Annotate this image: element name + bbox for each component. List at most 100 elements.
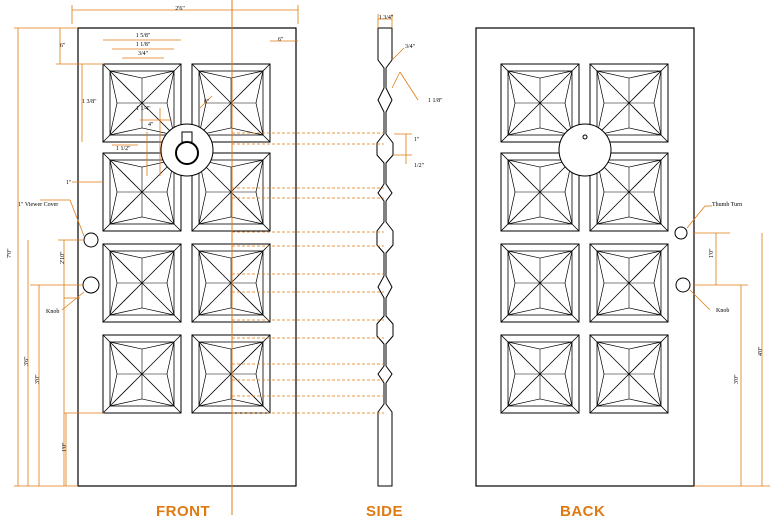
panel-miter-line: [230, 63, 271, 104]
panel-star-facet: [198, 341, 264, 407]
viewer-cover-icon: [83, 232, 99, 248]
panel-inner-frame: [198, 250, 264, 316]
front-knocker-offset-label: 6": [204, 99, 210, 105]
panel-miter-line: [141, 243, 182, 284]
front-panel: [102, 243, 182, 323]
front-knocker-b-label: 4": [148, 122, 154, 128]
panel-miter-line: [589, 191, 630, 232]
panel-inner-frame: [198, 70, 264, 136]
panel-inner-frame: [198, 341, 264, 407]
back-panel: [589, 334, 669, 414]
door-knocker-plate: [160, 123, 214, 177]
panel-miter-line: [230, 334, 271, 375]
front-dim-c-label: 3'0": [35, 374, 41, 384]
front-edge-label: 1 1/2": [116, 146, 131, 152]
panel-inner-frame: [596, 159, 662, 225]
panel-miter-line: [589, 243, 630, 284]
back-knocker-bolt-icon: [582, 134, 588, 140]
panel-miter-line: [230, 373, 271, 414]
panel-inner-frame: [109, 159, 175, 225]
thumb-turn-icon: [674, 226, 688, 240]
front-overall-width-label: 2'6": [175, 6, 185, 12]
panel-frame: [102, 334, 182, 414]
panel-star-facet: [507, 341, 573, 407]
panel-frame: [191, 152, 271, 232]
panel-miter-line: [102, 191, 143, 232]
front-top-rail-label: 6": [60, 43, 66, 49]
front-panel-width-3-label: 3/4": [138, 51, 149, 57]
front-dim-a-label: 2'10": [60, 251, 66, 264]
thumb-turn-leader: [686, 205, 706, 229]
panel-inner-frame: [507, 250, 573, 316]
side-view-label: SIDE: [366, 503, 404, 520]
panel-miter-line: [230, 102, 271, 143]
panel-star-facet: [198, 70, 264, 136]
front-panel: [191, 63, 271, 143]
panel-star-facet: [596, 70, 662, 136]
panel-star-facet: [507, 159, 573, 225]
back-panel: [500, 334, 580, 414]
panel-miter-line: [141, 334, 182, 375]
panel-miter-line: [102, 63, 143, 104]
panel-miter-line: [500, 243, 541, 284]
panel-miter-line: [102, 102, 143, 143]
panel-inner-frame: [596, 70, 662, 136]
panel-miter-line: [539, 334, 580, 375]
front-panel-width-2-label: 1 1/8": [136, 42, 151, 48]
panel-miter-line: [500, 102, 541, 143]
panel-star-facet: [109, 341, 175, 407]
panel-frame: [102, 152, 182, 232]
front-door-outline: [77, 27, 297, 487]
panel-miter-line: [539, 282, 580, 323]
panel-frame: [191, 334, 271, 414]
knocker-leader: [199, 95, 213, 109]
panel-star-facet: [507, 250, 573, 316]
panel-miter-line: [539, 63, 580, 104]
front-panel: [102, 334, 182, 414]
panel-miter-line: [500, 334, 541, 375]
side-leader: [399, 71, 419, 101]
panel-inner-frame: [507, 70, 573, 136]
panel-frame: [500, 334, 580, 414]
panel-star-facet: [109, 159, 175, 225]
panel-frame: [589, 243, 669, 323]
panel-miter-line: [628, 282, 669, 323]
panel-miter-line: [141, 63, 182, 104]
front-height-label: 7'0": [7, 248, 13, 258]
panel-frame: [191, 243, 271, 323]
side-leader: [391, 47, 405, 61]
panel-miter-line: [500, 282, 541, 323]
side-thickness-label: 1 3/4": [379, 15, 394, 21]
panel-miter-line: [141, 282, 182, 323]
panel-frame: [589, 152, 669, 232]
front-panel-height-label: 1 3/8": [82, 99, 97, 105]
front-dim-b-label: 3'6": [24, 356, 30, 366]
panel-miter-line: [628, 373, 669, 414]
door-knocker-hinge-icon: [181, 131, 193, 143]
dimension-lines: [14, 0, 770, 515]
front-view-label: FRONT: [156, 503, 211, 520]
back-dim-c-label: 4'0": [758, 346, 764, 356]
back-knocker-plate: [558, 123, 612, 177]
panel-miter-line: [628, 152, 669, 193]
panel-miter-line: [589, 373, 630, 414]
panel-frame: [589, 334, 669, 414]
back-thumb-turn-label: Thumb Turn: [712, 202, 742, 208]
panel-miter-line: [589, 334, 630, 375]
panel-miter-line: [539, 373, 580, 414]
panel-miter-line: [628, 191, 669, 232]
panel-inner-frame: [109, 70, 175, 136]
back-dim-a-label: 1'0": [709, 248, 715, 258]
panel-miter-line: [191, 334, 232, 375]
panel-miter-line: [230, 243, 271, 284]
panel-inner-frame: [507, 159, 573, 225]
side-d-label: 1/2": [414, 163, 425, 169]
dimension-labels: 2'6" 1 5/8" 1 1/8" 3/4" 6" 6" 1 3/8" 1 1…: [7, 6, 764, 452]
panel-frame: [500, 243, 580, 323]
panel-miter-line: [589, 63, 630, 104]
panel-inner-frame: [109, 250, 175, 316]
panel-inner-frame: [596, 250, 662, 316]
panel-inner-frame: [507, 341, 573, 407]
back-knob-leader: [689, 289, 711, 311]
front-panel: [191, 152, 271, 232]
